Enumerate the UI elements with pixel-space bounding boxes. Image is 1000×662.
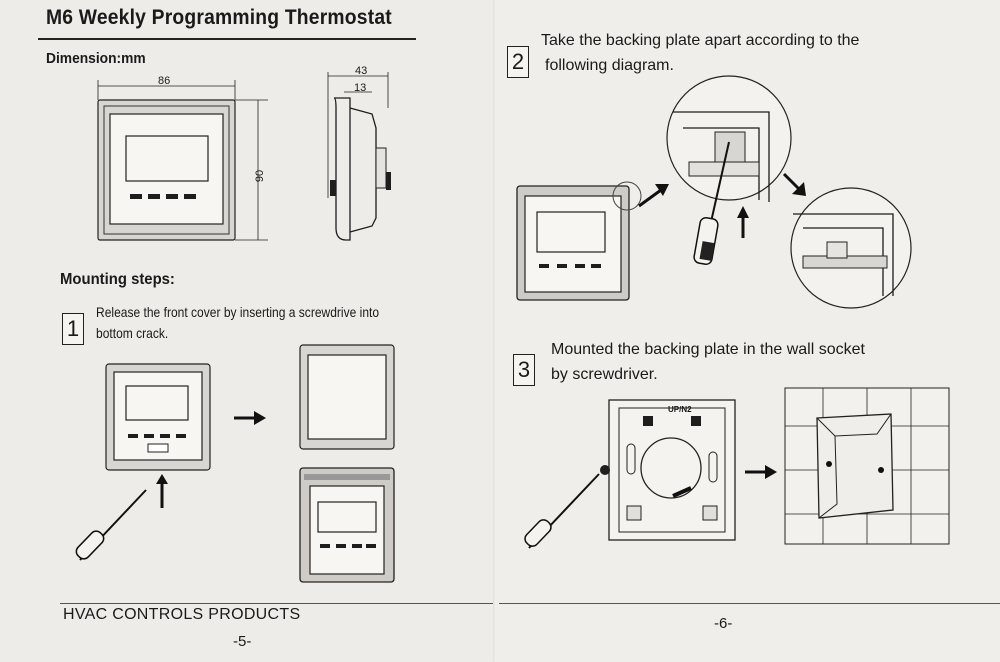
plate-marking-label: UP/N2 [668, 405, 692, 414]
backing-plate-detail-1 [666, 75, 792, 202]
backing-plate-drawing [608, 399, 736, 541]
page-number-6: -6- [714, 615, 733, 632]
step-3-right-arrow-icon [745, 465, 777, 479]
dimension-label: Dimension:mm [46, 50, 146, 67]
down-right-arrow-icon [782, 172, 806, 196]
up-arrow-icon [737, 206, 749, 238]
step-3-screwdriver-icon [524, 465, 610, 549]
step-2-line2: following diagram. [545, 57, 674, 74]
backing-plate-detail-2 [790, 187, 912, 309]
step-2-line1: Take the backing plate apart according t… [541, 32, 860, 49]
base-unit-drawing [299, 467, 395, 583]
step-3-number: 3 [513, 354, 535, 386]
depth-inner-dimension: 13 [354, 82, 367, 94]
footer-rule-right [499, 603, 1000, 604]
footer-brand: HVAC CONTROLS PRODUCTS [63, 606, 301, 623]
page-5: M6 Weekly Programming Thermostat Dimensi… [0, 0, 495, 662]
step-3-line2: by screwdriver. [551, 366, 658, 383]
width-dimension: 86 [158, 75, 171, 87]
page-title: M6 Weekly Programming Thermostat [46, 6, 392, 29]
step-2-screwdriver-icon [693, 141, 730, 266]
height-dimension: 90 [254, 169, 267, 183]
page-6: 2 Take the backing plate apart according… [495, 0, 1000, 662]
step-1-number: 1 [62, 313, 84, 345]
step-1-line2: bottom crack. [96, 325, 169, 341]
mounting-steps-heading: Mounting steps: [60, 271, 175, 288]
step-2-thermostat-drawing [516, 181, 642, 301]
step-1-thermostat-drawing [105, 363, 211, 471]
footer-rule [60, 603, 495, 604]
screwdriver-icon [75, 474, 168, 561]
page-number-5: -5- [233, 633, 252, 650]
wall-socket-drawing [784, 387, 950, 545]
step-1-line1: Release the front cover by inserting a s… [96, 304, 380, 320]
step-3-line1: Mounted the backing plate in the wall so… [551, 341, 865, 358]
step-2-number: 2 [507, 46, 529, 78]
depth-dimension: 43 [355, 65, 368, 77]
front-view-drawing [97, 80, 268, 241]
front-cover-drawing [299, 344, 395, 450]
side-view-drawing [327, 72, 391, 241]
right-arrow-icon [234, 411, 266, 425]
diagonal-arrow-icon [638, 184, 669, 208]
title-underline [38, 38, 416, 40]
